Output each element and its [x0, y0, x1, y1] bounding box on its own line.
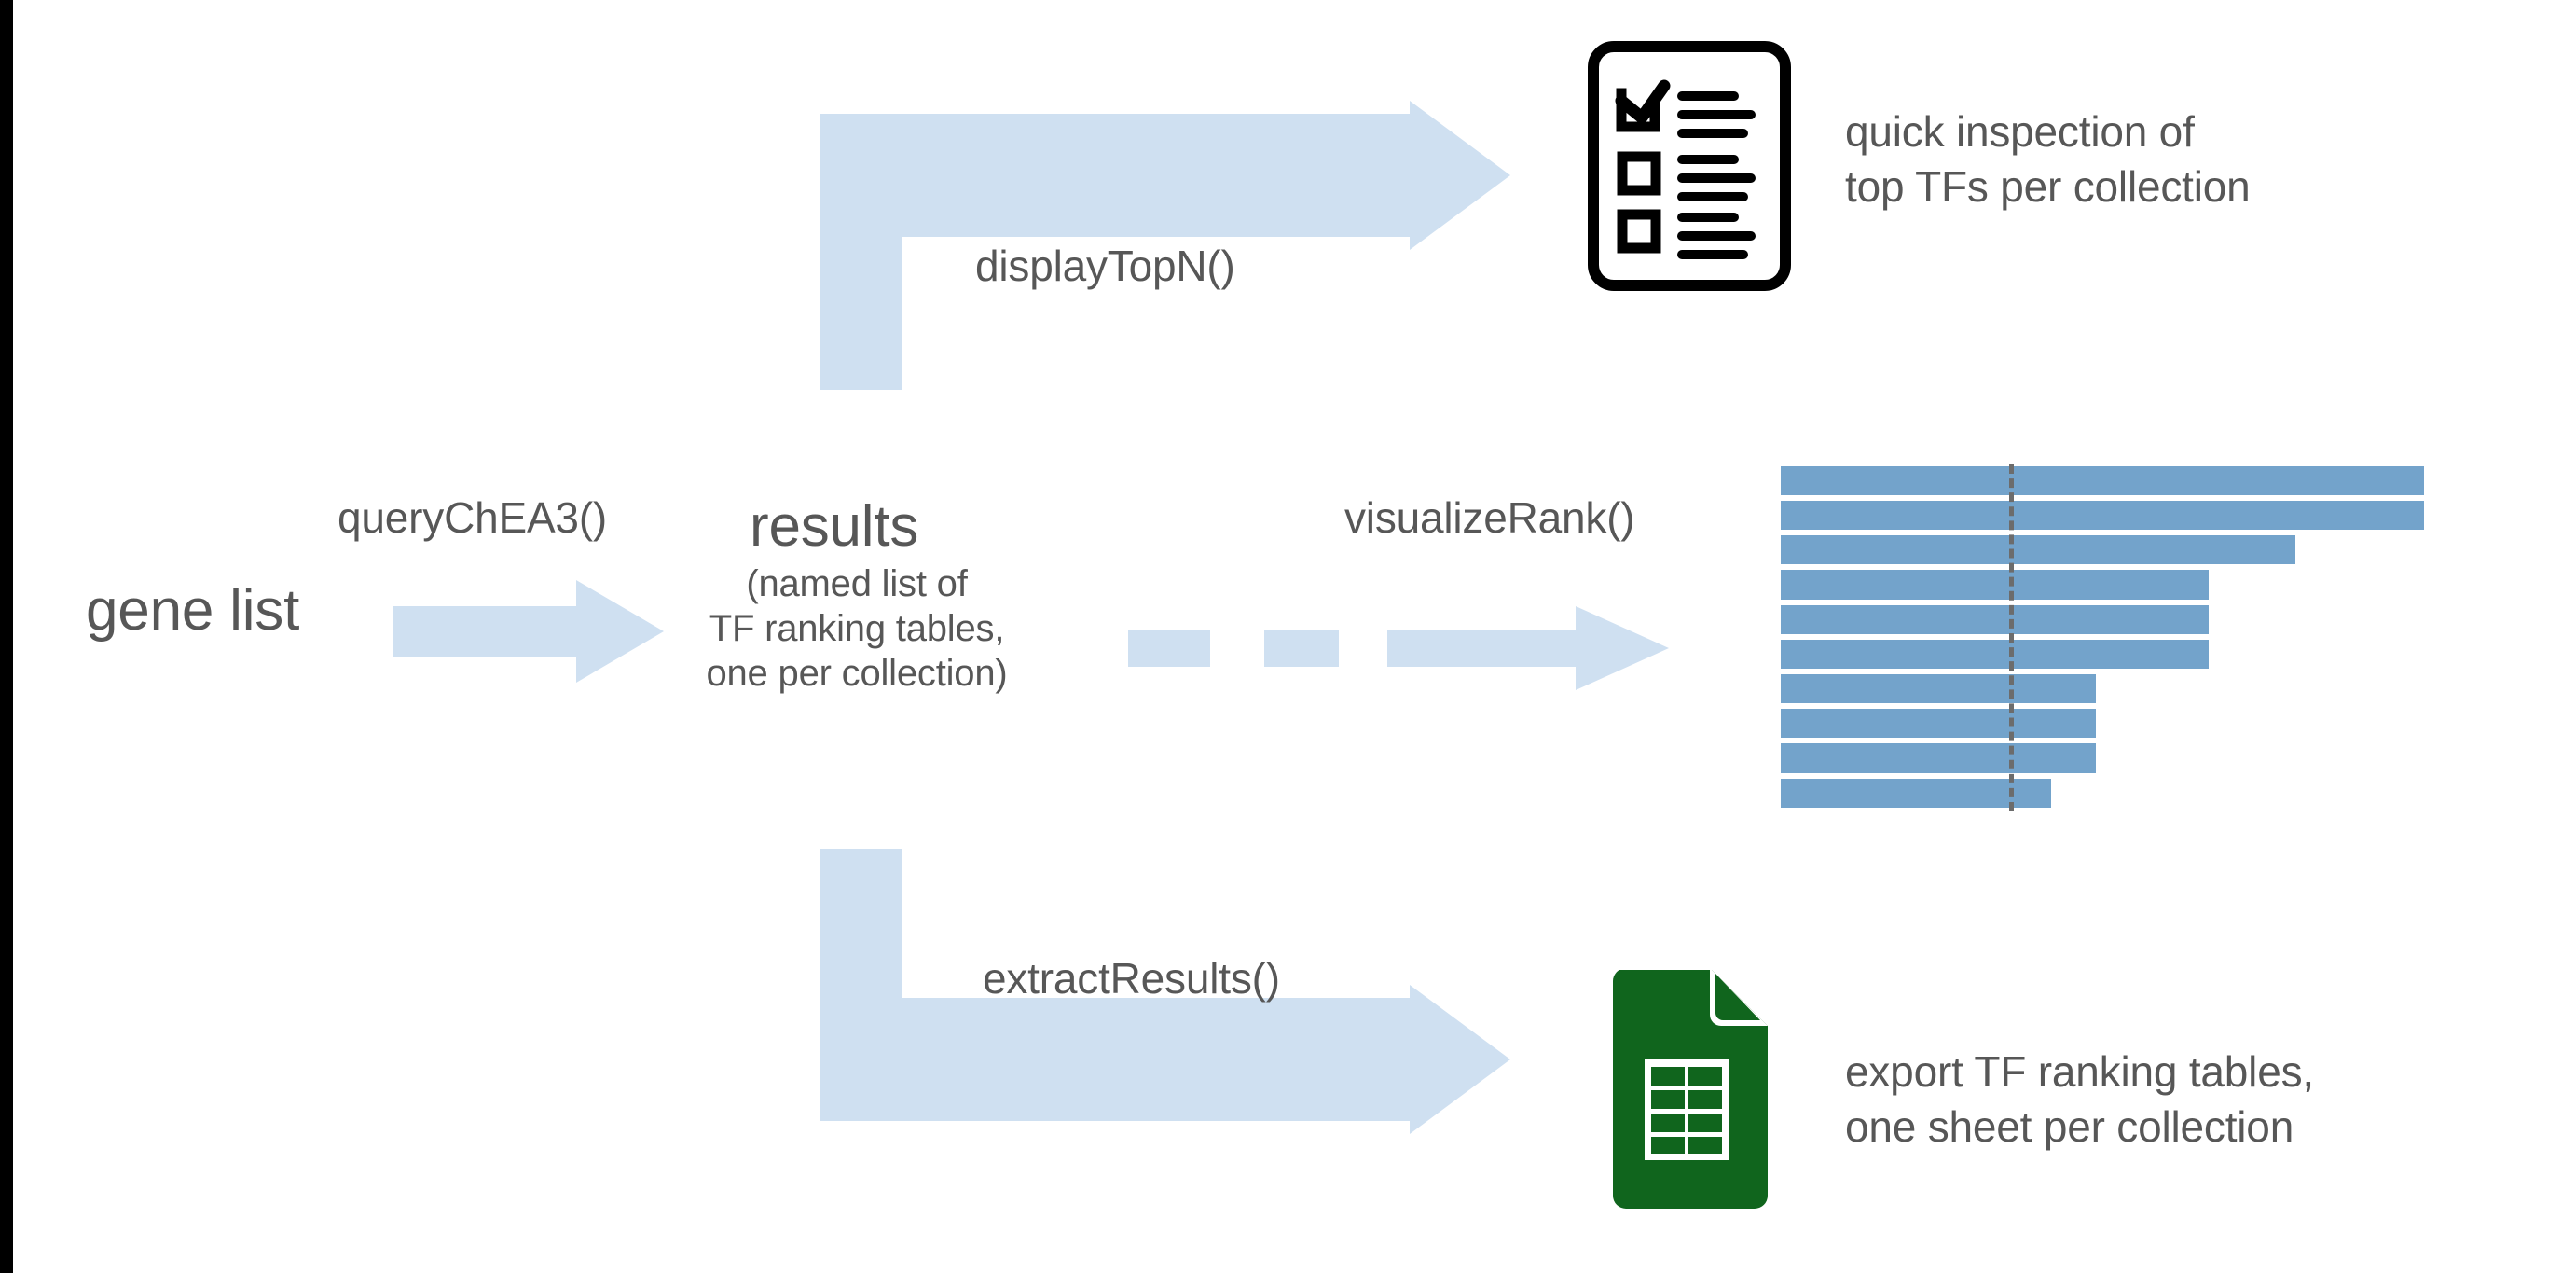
bar-row [1781, 569, 2424, 603]
query-arrow [393, 580, 664, 683]
display-top-n-function-label: displayTopN() [975, 242, 1235, 290]
bar-row [1781, 707, 2424, 741]
reference-line [2008, 464, 2014, 811]
bar-row [1781, 742, 2424, 777]
bar-row [1781, 638, 2424, 672]
bar-row [1781, 464, 2424, 499]
bar [1781, 673, 2097, 704]
visualize-rank-arrow [1128, 606, 1669, 690]
bar-row [1781, 672, 2424, 707]
bar [1781, 535, 2295, 565]
bar [1781, 709, 2097, 739]
bar-row [1781, 499, 2424, 533]
bar [1781, 639, 2209, 670]
bar [1781, 570, 2209, 600]
spreadsheet-icon [1613, 970, 1768, 1209]
bar [1781, 743, 2097, 773]
export-tables-caption: export TF ranking tables, one sheet per … [1845, 1047, 2314, 1151]
results-subtitle: (named list of TF ranking tables, one pe… [706, 563, 1008, 694]
query-function-label: queryChEA3() [337, 493, 608, 542]
quick-inspection-caption: quick inspection of top TFs per collecti… [1845, 107, 2251, 211]
bar [1781, 604, 2209, 634]
tf-rank-bar-chart [1781, 464, 2424, 811]
checklist-icon [1588, 41, 1791, 291]
bar [1781, 778, 2051, 808]
bar-row [1781, 777, 2424, 811]
bar [1781, 501, 2424, 531]
gene-list-label: gene list [86, 578, 300, 643]
display-top-n-arrow [820, 101, 1510, 390]
extract-results-arrow [820, 849, 1510, 1134]
bar-row [1781, 603, 2424, 638]
bar [1781, 465, 2424, 496]
visualize-rank-function-label: visualizeRank() [1344, 493, 1635, 542]
bar-row [1781, 533, 2424, 568]
results-title: results [750, 494, 919, 559]
extract-results-function-label: extractResults() [983, 954, 1280, 1003]
